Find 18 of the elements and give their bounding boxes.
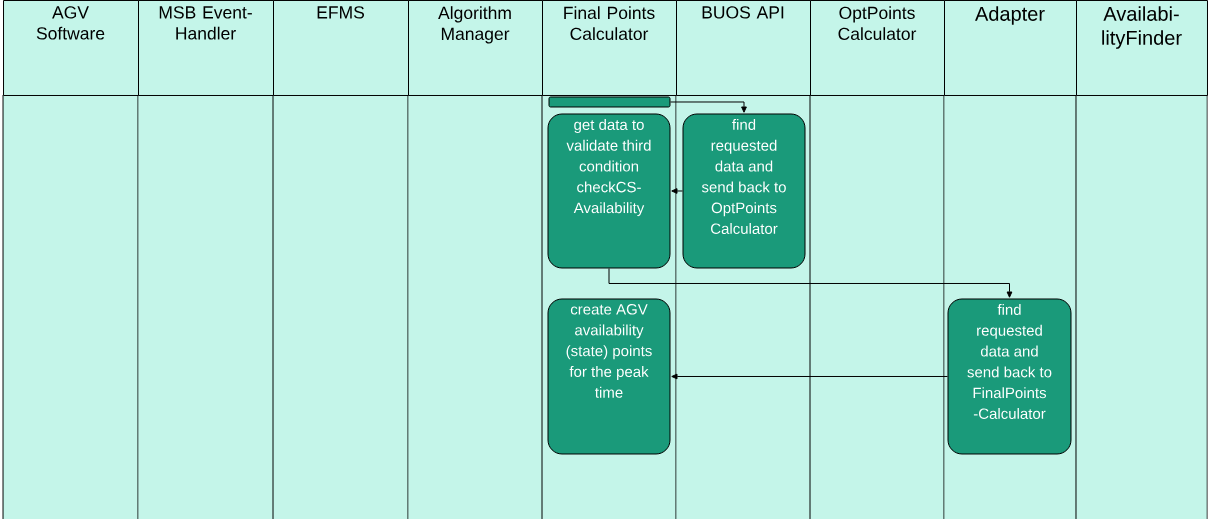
- arrow: [608, 268, 1013, 298]
- lane-header: Adapter: [944, 0, 1077, 96]
- lane-header: OptPoints Calculator: [810, 0, 945, 96]
- lane-header: EFMS: [273, 0, 409, 96]
- lane-header: Algorithm Manager: [408, 0, 543, 96]
- lane-header: Availabi-lityFinder: [1076, 0, 1208, 96]
- activity-box: find requested data and send back to FinalPoints -Calculator: [947, 298, 1072, 455]
- arrow: [671, 373, 948, 380]
- lane-header: AGV Software: [3, 0, 139, 96]
- arrow: [671, 188, 683, 194]
- start-bar: [548, 96, 671, 108]
- arrow: [670, 101, 747, 113]
- activity-box: find requested data and send back to OptPoints Calculator: [682, 113, 806, 269]
- activity-box: create AGV availability (state) points for the peak time: [547, 298, 671, 455]
- lane-header: Final Points Calculator: [542, 0, 677, 96]
- lane-header: MSB Event-Handler: [138, 0, 274, 96]
- activity-box: get data to validate third condition checkCS-Availability: [547, 113, 671, 269]
- lane-header: BUOS API: [676, 0, 811, 96]
